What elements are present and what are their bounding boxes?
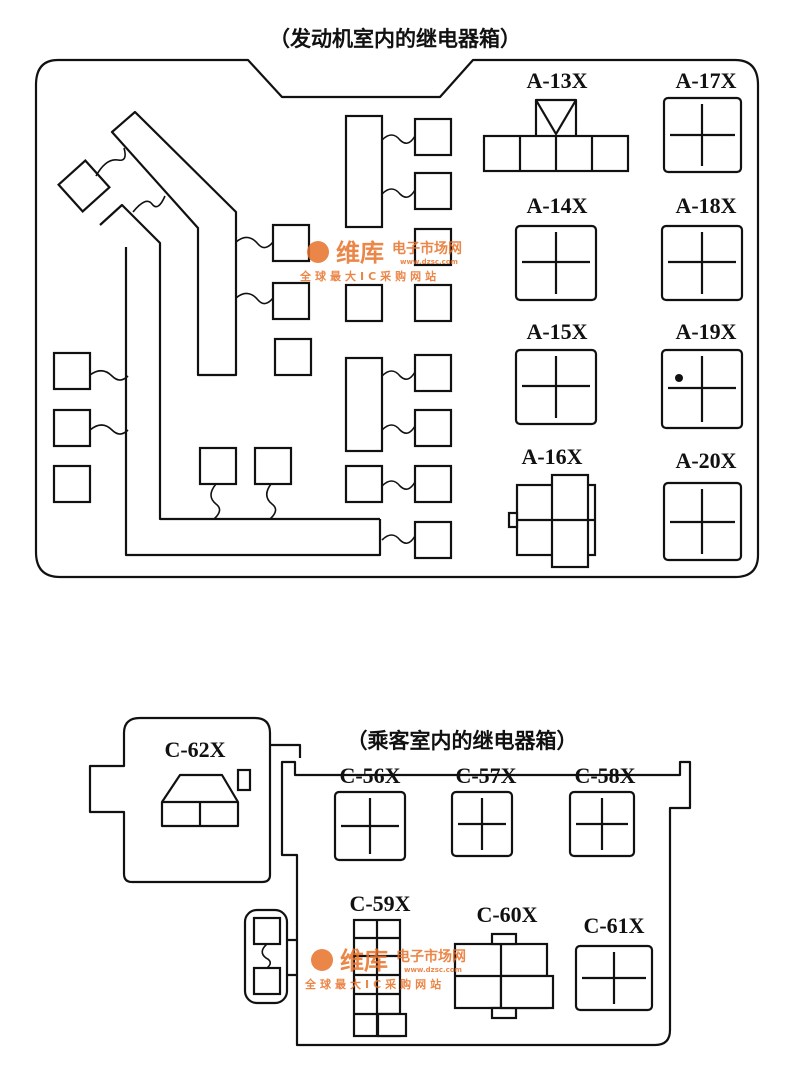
wire-squiggle (235, 292, 274, 305)
a20x-grid (670, 489, 735, 554)
wire-squiggle (235, 236, 274, 249)
c60x-key-bottom (490, 1006, 518, 1020)
label-a19x: A-19X (675, 319, 736, 344)
a18x-grid (668, 232, 736, 294)
watermark-brand: 维库 (340, 947, 388, 975)
tall-relay-top (344, 114, 384, 229)
c62x-bridge (270, 743, 302, 758)
right-fuse-7 (413, 464, 453, 504)
label-c56x: C-56X (339, 763, 400, 788)
wire-squiggle (381, 534, 416, 544)
c61x-grid (582, 952, 646, 1004)
mid-fuse-3 (273, 337, 313, 377)
label-c60x: C-60X (476, 902, 537, 927)
side-plug-leads (287, 938, 297, 977)
wire-squiggle (210, 483, 221, 520)
wire-squiggle (132, 195, 166, 213)
wire-squiggle (261, 943, 272, 969)
right-fuse-5 (413, 353, 453, 393)
watermark-bottom: 维库 电子市场网 www.dzsc.com 全球最大IC采购网站 (304, 947, 466, 991)
label-a17x: A-17X (675, 68, 736, 93)
wire-squiggle (381, 424, 416, 434)
left-fuse-2 (52, 408, 92, 448)
wire-squiggle (381, 188, 416, 198)
tall-relay-bottom (344, 356, 384, 453)
watermark-url: www.dzsc.com (404, 966, 462, 974)
watermark-url: www.dzsc.com (400, 258, 458, 266)
side-plug-bottom (252, 966, 282, 996)
center-fuse-2 (253, 446, 293, 486)
right-fuse-3 (413, 227, 453, 267)
left-fuse-1 (52, 351, 92, 391)
right-fuse-4 (413, 283, 453, 323)
label-a16x: A-16X (521, 444, 582, 469)
wire-squiggle (381, 370, 416, 380)
bus-strip-lower-inner (99, 203, 380, 521)
a16x-latch (507, 511, 519, 529)
watermark-brand: 维库 (336, 239, 384, 267)
mid-fuse-1 (271, 223, 311, 263)
passenger-box-title: （乘客室内的继电器箱） (347, 729, 578, 753)
c57x-grid (458, 798, 506, 850)
c62x-cells (162, 800, 238, 826)
watermark-subtitle: 电子市场网 (392, 240, 462, 257)
label-c59x: C-59X (349, 891, 410, 916)
wire-squiggle (95, 147, 126, 177)
label-c58x: C-58X (574, 763, 635, 788)
wire-squiggle (89, 424, 129, 435)
label-a14x: A-14X (526, 193, 587, 218)
engine-box-outline (34, 58, 760, 579)
label-c61x: C-61X (583, 913, 644, 938)
a13x-cells (518, 136, 594, 171)
label-a13x: A-13X (526, 68, 587, 93)
mid-fuse-5 (344, 464, 384, 504)
bus-strip-upper (110, 110, 238, 377)
watermark-slogan: 全球最大IC采购网站 (304, 977, 445, 991)
c59x-foot (376, 1012, 408, 1038)
watermark-top: 维库 电子市场网 www.dzsc.com 全球最大IC采购网站 (299, 239, 462, 283)
a19x-grid (668, 356, 736, 422)
label-a20x: A-20X (675, 448, 736, 473)
watermark-logo-icon (311, 949, 333, 971)
side-plug-housing (243, 908, 289, 1005)
right-fuse-1 (413, 117, 453, 157)
c58x-grid (576, 798, 628, 850)
c62x-housing (88, 716, 272, 884)
watermark-logo-icon (307, 241, 329, 263)
a19x-mark (675, 374, 683, 382)
watermark-slogan: 全球最大IC采购网站 (299, 269, 440, 283)
label-c62x: C-62X (164, 737, 225, 762)
label-c57x: C-57X (455, 763, 516, 788)
wire-squiggle (89, 369, 129, 381)
a14x-grid (522, 232, 590, 294)
right-fuse-2 (413, 171, 453, 211)
wire-squiggle (381, 480, 416, 490)
left-fuse-3 (52, 464, 92, 504)
bus-strip-lower-outer (124, 247, 382, 557)
c59x-grid (354, 920, 400, 1036)
wire-squiggle (265, 483, 277, 520)
wire-squiggle (381, 134, 416, 144)
center-fuse-1 (198, 446, 238, 486)
engine-box-title: （发动机室内的继电器箱） (269, 27, 521, 51)
mid-fuse-2 (271, 281, 311, 321)
c56x-grid (341, 798, 399, 854)
watermark-subtitle: 电子市场网 (396, 948, 466, 965)
label-a18x: A-18X (675, 193, 736, 218)
a13x-key (534, 98, 578, 136)
c60x-side-block (499, 974, 555, 1010)
mid-fuse-4 (344, 283, 384, 323)
right-fuse-6 (413, 408, 453, 448)
passenger-box-outline (280, 760, 692, 1047)
c62x-latch (236, 768, 252, 792)
right-fuse-8 (413, 520, 453, 560)
label-a15x: A-15X (526, 319, 587, 344)
a15x-grid (522, 356, 590, 418)
a17x-grid (670, 104, 735, 166)
c60x-key-top (490, 932, 518, 946)
side-plug-top (252, 916, 282, 946)
